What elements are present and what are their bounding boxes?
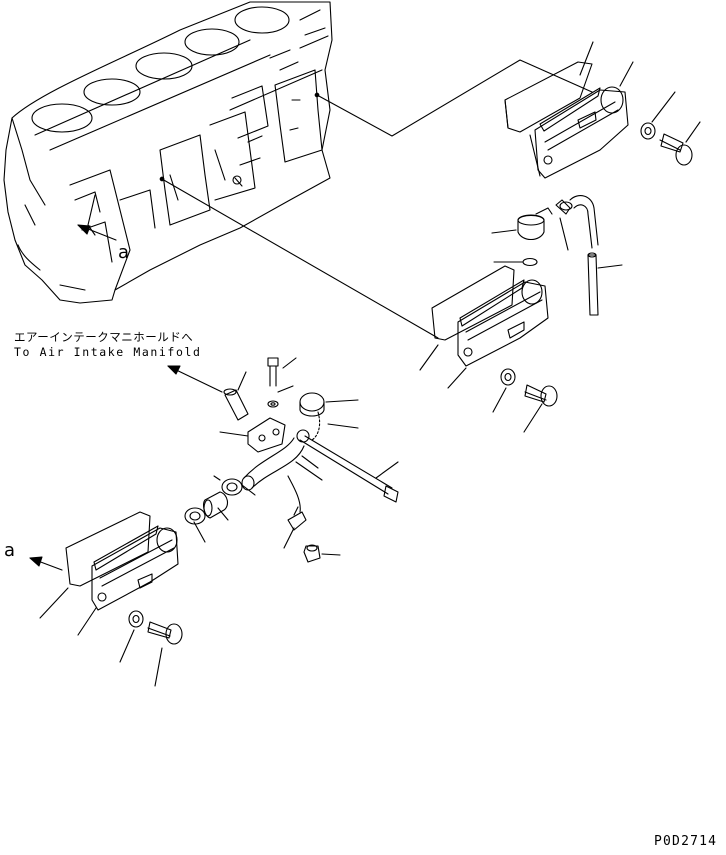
straight-tube (588, 253, 598, 315)
plug-cap-chain (297, 393, 324, 442)
clip-fitting (288, 476, 306, 530)
callouts-upper (580, 42, 700, 142)
washer-upper (641, 123, 655, 139)
view-arrow-a-lower (30, 557, 62, 570)
callouts-center (194, 358, 398, 555)
breather-cover-lower (66, 512, 178, 610)
bent-hose (570, 196, 598, 248)
breather-cover-middle (432, 266, 548, 385)
callouts-lower (40, 588, 162, 686)
view-label-a-lower: a (4, 540, 16, 561)
long-bolt (300, 436, 398, 502)
callouts-middle (420, 345, 542, 432)
bolt-upper (660, 134, 692, 165)
callouts-right-mid (492, 218, 622, 268)
nut-small (304, 545, 320, 562)
drawing-code: P0D2714 (654, 834, 718, 849)
bolt-middle (525, 385, 557, 406)
sleeve-joint (204, 492, 228, 518)
breather-valve (518, 208, 552, 266)
engine-block (4, 2, 332, 303)
hose-clip-small (556, 200, 572, 214)
hose-clamps (185, 476, 242, 524)
view-arrow-a-upper (78, 225, 116, 240)
elbow-hose (242, 438, 304, 490)
direction-arrow (168, 366, 222, 392)
destination-label-japanese: エアーインテークマニホールドへ (14, 330, 194, 344)
destination-label-english: To Air Intake Manifold (14, 345, 202, 359)
bolt-center (268, 358, 278, 407)
pipe-short (224, 389, 248, 420)
leader-lines (160, 60, 592, 338)
bolt-lower (148, 622, 182, 644)
washer-lower (129, 611, 143, 627)
bracket-center (248, 418, 285, 452)
view-label-a-upper: a (118, 242, 130, 263)
breather-cover-upper (505, 62, 628, 178)
